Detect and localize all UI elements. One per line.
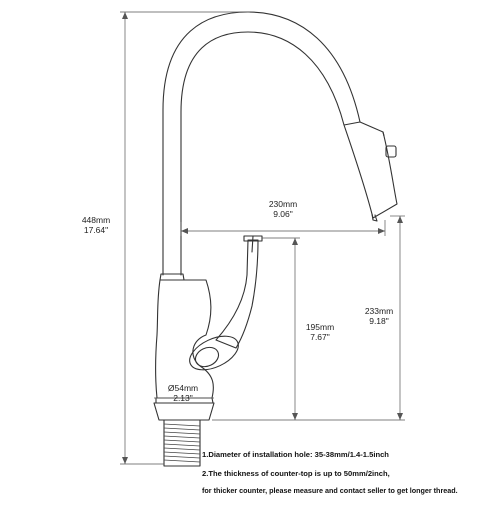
reach-label: 230mm 9.06" [258, 199, 308, 219]
note-thicker-counter: for thicker counter, please measure and … [202, 486, 458, 495]
overall-height-inch: 17.64" [83, 225, 109, 235]
spout-height-mm: 233mm [364, 306, 394, 316]
lever-handle [215, 239, 259, 349]
spout-height-label: 233mm 9.18" [360, 306, 398, 326]
note-counter-thickness: 2.The thickness of counter-top is up to … [202, 469, 390, 478]
base-diameter-inch: 2.13" [173, 393, 193, 403]
threaded-shank [163, 419, 201, 467]
spout-height-inch: 9.18" [369, 316, 389, 326]
reach-inch: 9.06" [273, 209, 293, 219]
spray-head [343, 121, 398, 219]
spray-nozzle [371, 213, 378, 222]
base-height-mm: 195mm [305, 322, 335, 332]
faucet-body [154, 279, 214, 399]
base-height-inch: 7.67" [310, 332, 330, 342]
overall-height-mm: 448mm [81, 215, 111, 225]
base-height-label: 195mm 7.67" [301, 322, 339, 342]
spray-button [385, 145, 397, 158]
note-installation-hole: 1.Diameter of installation hole: 35-38mm… [202, 450, 389, 459]
spout-inner-line [180, 31, 345, 276]
base-escutcheon [153, 402, 215, 421]
cartridge-knob [189, 335, 239, 371]
reach-mm: 230mm [268, 199, 298, 209]
base-diameter-mm: Ø54mm [167, 383, 199, 393]
base-diameter-label: Ø54mm 2.13" [162, 383, 204, 403]
overall-height-label: 448mm 17.64" [76, 215, 116, 235]
